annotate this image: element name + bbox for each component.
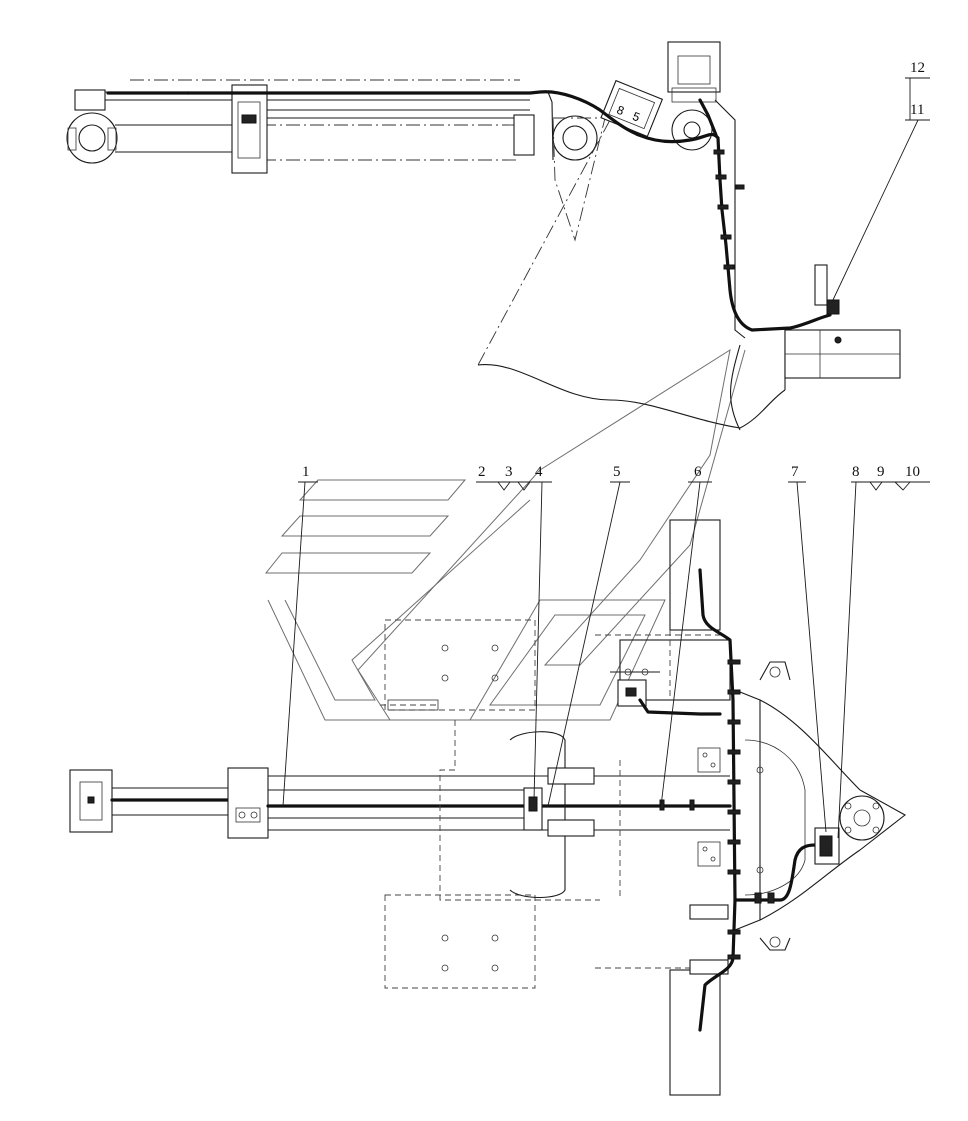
callout-8: 8 xyxy=(852,464,860,480)
cylinder-end-plan xyxy=(69,769,113,833)
callout-2: 2 xyxy=(478,464,486,480)
callout-leaders xyxy=(282,77,930,839)
callout-7: 7 xyxy=(791,464,799,480)
callout-labels: 1 2 3 4 5 6 7 8 9 10 11 12 xyxy=(302,60,925,480)
plan-view xyxy=(69,519,906,1096)
svg-text:8: 8 xyxy=(615,103,627,119)
callout-12: 12 xyxy=(910,60,925,76)
callout-3: 3 xyxy=(505,464,513,480)
callout-10: 10 xyxy=(905,464,920,480)
side-view: 8 5 xyxy=(66,41,901,431)
svg-text:5: 5 xyxy=(631,109,643,125)
valve-box: 8 5 xyxy=(600,79,664,138)
callout-6: 6 xyxy=(694,464,702,480)
callout-4: 4 xyxy=(535,464,543,480)
callout-5: 5 xyxy=(613,464,621,480)
hose-clips-plan xyxy=(659,659,775,960)
callout-9: 9 xyxy=(877,464,885,480)
hose-clips-top xyxy=(713,149,745,270)
cylinder-end-left xyxy=(66,89,118,164)
callout-11: 11 xyxy=(910,102,924,118)
callout-1: 1 xyxy=(302,464,310,480)
frame-bolts xyxy=(441,644,499,972)
watermark-logo xyxy=(264,348,746,721)
